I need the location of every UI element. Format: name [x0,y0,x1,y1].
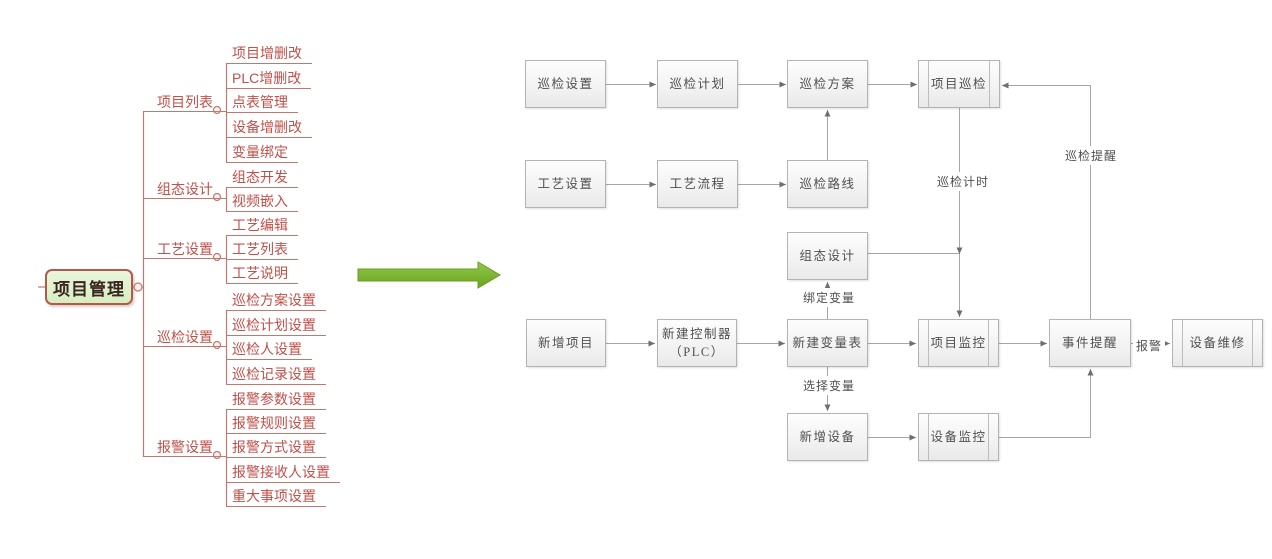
node-label: 新增设备 [799,429,856,444]
flow-node-project-inspection: 项目巡检 [918,60,1000,108]
mindmap-leaf: 工艺列表 [226,241,298,260]
edge-label-bind-variable: 绑定变量 [800,288,859,307]
flow-node-process-setting: 工艺设置 [525,160,606,208]
node-label: 项目监控 [930,335,987,350]
flow-node-new-device: 新增设备 [787,413,868,461]
node-label: 巡检路线 [799,176,856,191]
node-label: 新建变量表 [792,335,863,350]
node-label: 事件提醒 [1061,335,1118,350]
edge-label-patrol-reminder: 巡检提醒 [1062,146,1121,165]
node-label: 巡检方案 [799,76,856,91]
node-label: 项目巡检 [930,76,987,91]
flow-node-event-reminder: 事件提醒 [1049,319,1131,367]
mindmap-branch-configuration-design: 组态设计 [143,180,227,199]
flow-node-new-plc-controller: 新建控制器 （PLC） [657,319,737,367]
mindmap-leaf: 工艺说明 [226,265,298,284]
green-arrow [357,261,501,289]
node-label: 组态设计 [799,248,856,263]
mindmap-root: 项目管理 [45,269,133,305]
flow-node-inspection-scheme: 巡检方案 [787,60,868,108]
flow-node-inspection-route: 巡检路线 [787,160,868,208]
node-label: 新建控制器 [661,326,732,341]
node-label: 设备监控 [930,429,987,444]
flow-node-new-variable-table: 新建变量表 [787,319,868,367]
flow-node-device-monitor: 设备监控 [918,413,999,461]
flow-node-new-project: 新增项目 [526,319,606,367]
mindmap-leaf: 报警方式设置 [226,439,326,458]
mindmap-leaf: 重大事项设置 [226,488,326,507]
edge-label-alarm: 报警 [1133,336,1166,355]
mindmap-leaf: 报警规则设置 [226,415,326,434]
mindmap-leaf: 巡检人设置 [226,341,312,360]
node-label: 巡检设置 [537,76,594,91]
flowchart-connectors [606,81,1170,441]
flow-node-configuration-design: 组态设计 [787,232,868,280]
mindmap-leaf: 工艺编辑 [226,217,298,236]
edge-label-patrol-timing: 巡检计时 [934,172,993,191]
mindmap-collapse-handles [133,105,222,460]
mindmap-leaf: 变量绑定 [226,144,298,163]
edge-label-select-variable: 选择变量 [800,376,859,395]
node-label: 工艺设置 [537,176,594,191]
mindmap-branch-project-list: 项目列表 [143,93,227,112]
mindmap-leaf: 组态开发 [226,169,298,188]
flow-node-inspection-setting: 巡检设置 [525,60,606,108]
mindmap-leaf: 报警参数设置 [226,391,326,410]
mindmap-leaf: 项目增删改 [226,45,312,64]
mindmap-leaf: 设备增删改 [226,119,312,138]
mindmap-branch-inspection-setting: 巡检设置 [143,328,227,347]
mindmap-leaf: 报警接收人设置 [226,464,340,483]
mindmap-leaf: 视频嵌入 [226,193,298,212]
flow-node-project-monitor: 项目监控 [918,319,999,367]
mindmap-leaf: 巡检计划设置 [226,317,326,336]
node-sublabel: （PLC） [669,345,725,359]
flow-node-device-repair: 设备维修 [1172,319,1263,367]
mindmap-branch-process-setting: 工艺设置 [143,240,227,259]
node-label: 工艺流程 [669,176,726,191]
flow-node-inspection-plan: 巡检计划 [657,60,738,108]
node-label: 新增项目 [537,335,594,350]
mindmap-leaf: PLC增删改 [226,70,312,89]
mindmap-leaf: 巡检记录设置 [226,366,326,385]
node-label: 巡检计划 [669,76,726,91]
mindmap-branch-alarm-setting: 报警设置 [143,438,227,457]
mindmap-leaf: 巡检方案设置 [226,292,326,311]
flow-node-process-flow: 工艺流程 [657,160,738,208]
mindmap-leaf: 点表管理 [226,94,298,113]
node-label: 设备维修 [1189,335,1246,350]
